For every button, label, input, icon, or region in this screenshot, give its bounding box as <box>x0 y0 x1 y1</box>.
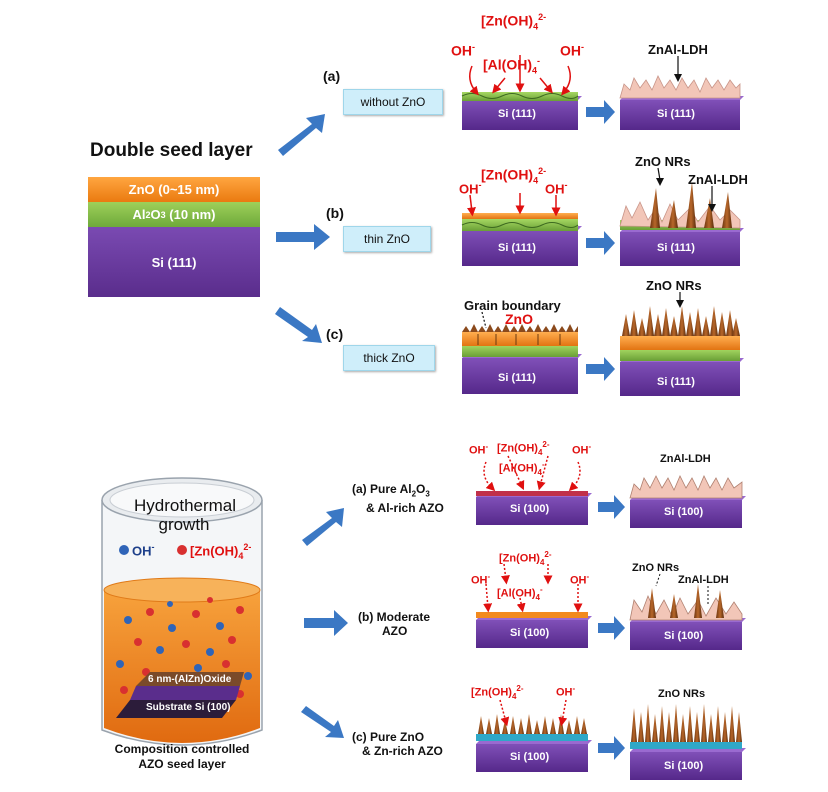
top-c-substrate <box>462 324 582 394</box>
top-b-result-substrate: Si (111) <box>657 242 695 254</box>
arrow-to-bottom-b <box>304 610 348 636</box>
top-a-result-substrate: Si (111) <box>657 108 695 120</box>
top-a-al-ion: [Al(OH)4- <box>483 56 541 76</box>
bottom-c-result-substrate: Si (100) <box>664 760 704 772</box>
arrow-a-result <box>586 100 615 124</box>
top-b-letter: (b) <box>326 205 344 221</box>
bottom-b-al-ion: [Al(OH)4- <box>497 585 543 602</box>
arrow-to-a <box>278 114 325 156</box>
top-a-oh-right: OH- <box>560 42 584 59</box>
arrow-to-b <box>276 224 330 250</box>
bottom-c-oh: OH- <box>556 684 576 699</box>
top-b-result <box>619 167 744 266</box>
top-a-letter: (a) <box>323 68 341 84</box>
bottom-b-condition: (b) Moderate AZO <box>358 610 431 638</box>
top-c-zno-label: ZnO <box>505 311 533 327</box>
top-c-condition: thick ZnO <box>343 345 435 371</box>
arrow-to-bottom-c <box>301 706 344 738</box>
top-b-oh-right: OH- <box>545 180 568 197</box>
top-a-result-label: ZnAl-LDH <box>648 42 708 57</box>
arrow-to-c <box>275 307 322 343</box>
zno-seed-layer: ZnO (0~15 nm) <box>88 177 260 202</box>
bottom-b-oh-left: OH- <box>471 572 491 587</box>
top-a-substrate <box>461 92 582 130</box>
top-c-result <box>620 292 744 396</box>
bottom-b-result-label-1: ZnO NRs <box>632 562 680 574</box>
particles <box>116 597 252 698</box>
top-b-zn-ion: [Zn(OH)42- <box>481 166 547 186</box>
bottom-b-oh-right: OH- <box>570 572 590 587</box>
top-c-substrate-label: Si (111) <box>498 372 536 384</box>
bottom-a-oh-left: OH- <box>469 442 489 457</box>
top-c-result-substrate: Si (111) <box>657 376 695 388</box>
arrow-to-bottom-a <box>302 508 344 546</box>
legend-oh: OH- <box>132 542 155 559</box>
bottom-a-substrate <box>476 491 592 525</box>
bottom-a-zn-ion: [Zn(OH)42- <box>497 440 550 457</box>
top-b-condition: thin ZnO <box>343 226 431 252</box>
vessel-substrate-label: Substrate Si (100) <box>146 702 231 713</box>
bottom-a-oh-right: OH- <box>572 442 592 457</box>
top-a-oh-left: OH- <box>451 42 475 59</box>
top-a-zn-ion: [Zn(OH)42- <box>481 12 547 32</box>
top-b-oh-left: OH- <box>459 180 482 197</box>
top-b-result-label-2: ZnAl-LDH <box>688 172 748 187</box>
bottom-a-substrate-label: Si (100) <box>510 503 550 515</box>
double-seed-title: Double seed layer <box>90 140 253 161</box>
bottom-a-condition: (a) Pure Al2O3 & Al-rich AZO <box>352 482 444 516</box>
bottom-c-zn-ion: [Zn(OH)42- <box>471 684 524 701</box>
top-a-condition: without ZnO <box>343 89 443 115</box>
top-b-substrate-label: Si (111) <box>498 242 536 254</box>
bottom-c-result <box>630 704 746 780</box>
bottom-b-result-substrate: Si (100) <box>664 630 704 642</box>
top-a-result <box>619 56 744 130</box>
bottom-c-substrate-label: Si (100) <box>510 751 550 763</box>
bottom-b-substrate <box>476 612 592 648</box>
si-substrate-layer: Si (111) <box>88 227 260 297</box>
top-c-grain-boundary: Grain boundary <box>464 298 561 313</box>
zno-rods-top-c <box>622 306 740 336</box>
bottom-a-al-ion: [Al(OH)4- <box>499 460 545 477</box>
bottom-a-result-substrate: Si (100) <box>664 506 704 518</box>
arrow-b-result <box>586 231 615 255</box>
top-c-letter: (c) <box>326 326 344 342</box>
legend-zn: [Zn(OH)42- <box>190 542 252 561</box>
top-a-substrate-label: Si (111) <box>498 108 536 120</box>
bottom-c-substrate <box>476 714 592 772</box>
arrow-c-result <box>586 357 615 381</box>
bottom-b-zn-ion: [Zn(OH)42- <box>499 550 552 567</box>
hydrothermal-vessel <box>101 477 263 746</box>
bottom-a-result <box>629 475 746 528</box>
bottom-a-result-label: ZnAl-LDH <box>660 453 711 465</box>
vessel-oxide-label: 6 nm-(AlZn)Oxide <box>148 674 232 685</box>
bottom-b-result <box>629 573 746 650</box>
bottom-c-result-label: ZnO NRs <box>658 688 706 700</box>
top-b-result-label-1: ZnO NRs <box>635 154 691 169</box>
bottom-c-condition: (c) Pure ZnO & Zn-rich AZO <box>352 730 443 758</box>
bottom-b-substrate-label: Si (100) <box>510 627 550 639</box>
top-c-result-label: ZnO NRs <box>646 278 702 293</box>
top-b-substrate <box>461 213 582 266</box>
bottom-b-result-label-2: ZnAl-LDH <box>678 574 729 586</box>
